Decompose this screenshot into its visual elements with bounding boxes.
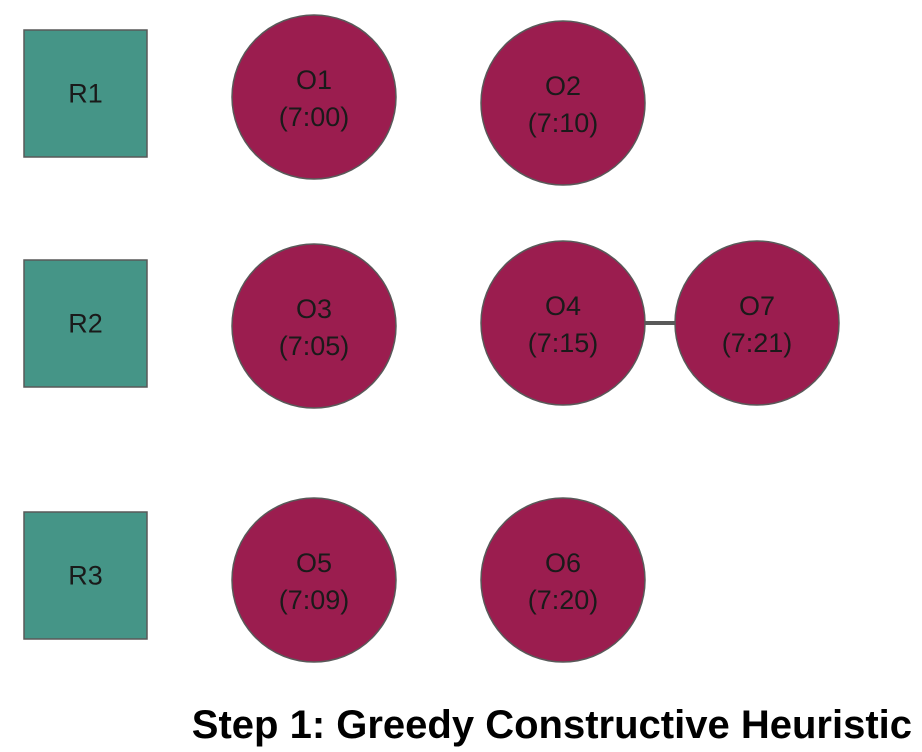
order-circle: [674, 240, 840, 406]
resource-box: [23, 511, 148, 640]
orders-layer: O1 (7:00) O2 (7:10) O3 (7:05) O4 (7:15) O7 (7:21)…: [231, 14, 840, 663]
order-time: (7:00): [279, 102, 350, 132]
order-circle: [231, 14, 397, 180]
resource-node-r1: R1: [23, 29, 148, 158]
resource-node-r2: R2: [23, 259, 148, 388]
order-time: (7:15): [528, 328, 599, 358]
order-node-o7: O7 (7:21): [674, 240, 840, 406]
order-circle: [480, 497, 646, 663]
resource-label: R2: [68, 309, 103, 339]
order-label: O1: [296, 65, 332, 95]
order-label: O2: [545, 71, 581, 101]
resource-box: [23, 29, 148, 158]
resource-box: [23, 259, 148, 388]
order-circle: [480, 240, 646, 406]
order-node-o2: O2 (7:10): [480, 20, 646, 186]
order-node-o5: O5 (7:09): [231, 497, 397, 663]
order-time: (7:10): [528, 108, 599, 138]
order-label: O4: [545, 291, 581, 321]
resource-label: R1: [68, 79, 103, 109]
order-label: O7: [739, 291, 775, 321]
order-node-o6: O6 (7:20): [480, 497, 646, 663]
order-node-o4: O4 (7:15): [480, 240, 646, 406]
order-circle: [231, 497, 397, 663]
order-time: (7:20): [528, 585, 599, 615]
order-label: O3: [296, 294, 332, 324]
order-circle: [231, 243, 397, 409]
order-node-o1: O1 (7:00): [231, 14, 397, 180]
order-time: (7:05): [279, 331, 350, 361]
diagram-caption: Step 1: Greedy Constructive Heuristic: [191, 703, 912, 747]
order-label: O6: [545, 548, 581, 578]
resource-label: R3: [68, 561, 103, 591]
resource-node-r3: R3: [23, 511, 148, 640]
order-circle: [480, 20, 646, 186]
order-node-o3: O3 (7:05): [231, 243, 397, 409]
order-time: (7:21): [722, 328, 793, 358]
order-time: (7:09): [279, 585, 350, 615]
order-label: O5: [296, 548, 332, 578]
